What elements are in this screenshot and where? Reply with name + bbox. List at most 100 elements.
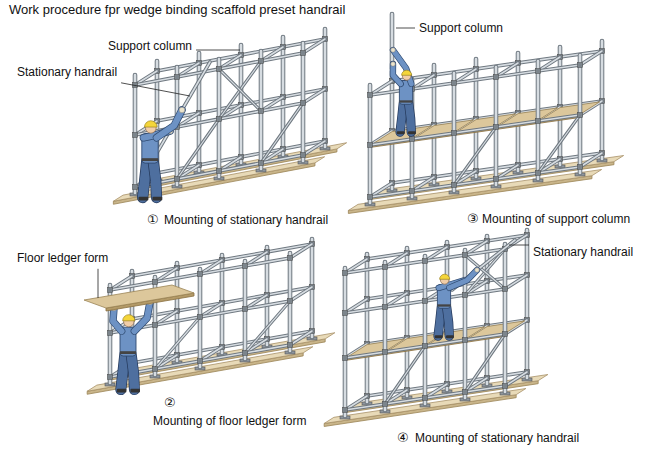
wedge-joint	[259, 161, 264, 166]
wedge-joint	[423, 396, 428, 401]
pipe	[505, 275, 527, 289]
wedge-joint	[133, 133, 138, 138]
pipe	[198, 269, 203, 367]
worker-arm	[393, 64, 401, 84]
worker-leg-outline	[143, 161, 147, 197]
leader-line	[509, 245, 529, 246]
wedge-joint	[301, 51, 306, 56]
worker-leg	[131, 354, 134, 389]
part-label: Support column	[418, 22, 504, 36]
pipe	[505, 372, 527, 386]
worker-belt	[437, 304, 450, 306]
worker-helmet	[123, 315, 135, 321]
wedge-joint	[503, 287, 508, 292]
worker-glove	[179, 107, 185, 113]
wedge-joint	[578, 63, 583, 68]
worker-arm-outline	[113, 308, 122, 331]
pipe	[525, 230, 530, 378]
wedge-joint	[288, 299, 293, 304]
wedge-joint	[217, 67, 222, 72]
pipe	[345, 386, 505, 410]
leader-line	[396, 28, 415, 29]
callout-number: ③	[466, 212, 480, 227]
pipe	[503, 244, 508, 392]
pipe	[155, 317, 200, 369]
leader-line	[196, 50, 240, 51]
wedge-joint	[536, 119, 541, 124]
pipe	[368, 85, 373, 203]
wedge-joint	[536, 69, 541, 74]
callout-number: ①	[146, 213, 160, 228]
pipe	[133, 75, 138, 193]
leader-lines	[98, 28, 529, 298]
pipe	[259, 51, 264, 169]
wedge-joint	[108, 288, 113, 293]
wedge-joint	[175, 75, 180, 80]
worker-arm	[113, 308, 122, 331]
pipe-highlight	[135, 53, 303, 85]
wedge-joint	[383, 402, 388, 407]
step-caption: Mounting of stationary handrail	[414, 432, 580, 446]
pipe-highlight	[464, 250, 467, 398]
pipe-highlight	[505, 275, 527, 289]
wedge-joint	[463, 253, 468, 258]
wedge-joint	[452, 131, 457, 136]
pipe-highlight	[538, 115, 580, 173]
worker-arm-outline	[134, 302, 150, 331]
pipe	[290, 331, 312, 345]
pipe	[465, 334, 505, 392]
worker-glove	[391, 48, 396, 53]
worker-leg-outline	[447, 307, 450, 336]
pipe	[290, 287, 312, 301]
pipe-highlight	[219, 69, 261, 111]
pipe	[538, 115, 580, 173]
pipe	[303, 89, 325, 103]
wedge-joint	[198, 315, 203, 320]
worker-belt	[120, 351, 136, 354]
callout-number: ④	[396, 431, 410, 446]
pipe-highlight	[385, 346, 425, 404]
wedge-joint	[383, 350, 388, 355]
worker-helmet	[440, 274, 450, 279]
wedge-joint	[243, 351, 248, 356]
wedge-joint	[343, 356, 348, 361]
pipe	[217, 59, 222, 177]
wedge-joint	[494, 125, 499, 130]
board	[84, 285, 194, 308]
pipe	[245, 301, 290, 353]
pipe-highlight	[303, 141, 325, 155]
scaffold	[348, 41, 623, 213]
wedge-joint	[153, 280, 158, 285]
wedge-joint	[108, 375, 113, 380]
wedge-joint	[463, 390, 468, 395]
pipe-highlight	[366, 254, 369, 402]
worker-arm-outline	[157, 110, 182, 138]
worker-shoe	[152, 197, 162, 201]
pipe-highlight	[526, 230, 529, 378]
pipe	[580, 51, 602, 65]
worker-shoe	[446, 335, 454, 338]
pipe	[343, 268, 348, 416]
title: Work procedure fpr wedge binding scaffol…	[8, 3, 346, 18]
wedge-joint	[578, 113, 583, 118]
worker-leg-outline	[438, 307, 441, 336]
worker-shoe	[435, 335, 443, 338]
pipe	[303, 141, 325, 155]
pipe-highlight	[424, 256, 427, 404]
worker-shoe	[408, 131, 416, 134]
step-caption: Mounting of stationary handrail	[163, 214, 329, 228]
step-caption: Mounting of floor ledger form	[152, 415, 307, 429]
worker-arm	[157, 110, 182, 138]
worker-helmet	[402, 70, 412, 75]
worker-leg	[121, 354, 125, 389]
worker-arm-outline	[449, 270, 477, 288]
pipe	[370, 167, 580, 197]
worker-leg	[400, 103, 403, 132]
wedge-joint	[368, 93, 373, 98]
worker-arm	[134, 302, 150, 331]
pipe-highlight	[290, 287, 312, 301]
pipe-highlight	[384, 262, 387, 410]
pipe-highlight	[391, 14, 394, 69]
leader-line	[98, 269, 99, 298]
